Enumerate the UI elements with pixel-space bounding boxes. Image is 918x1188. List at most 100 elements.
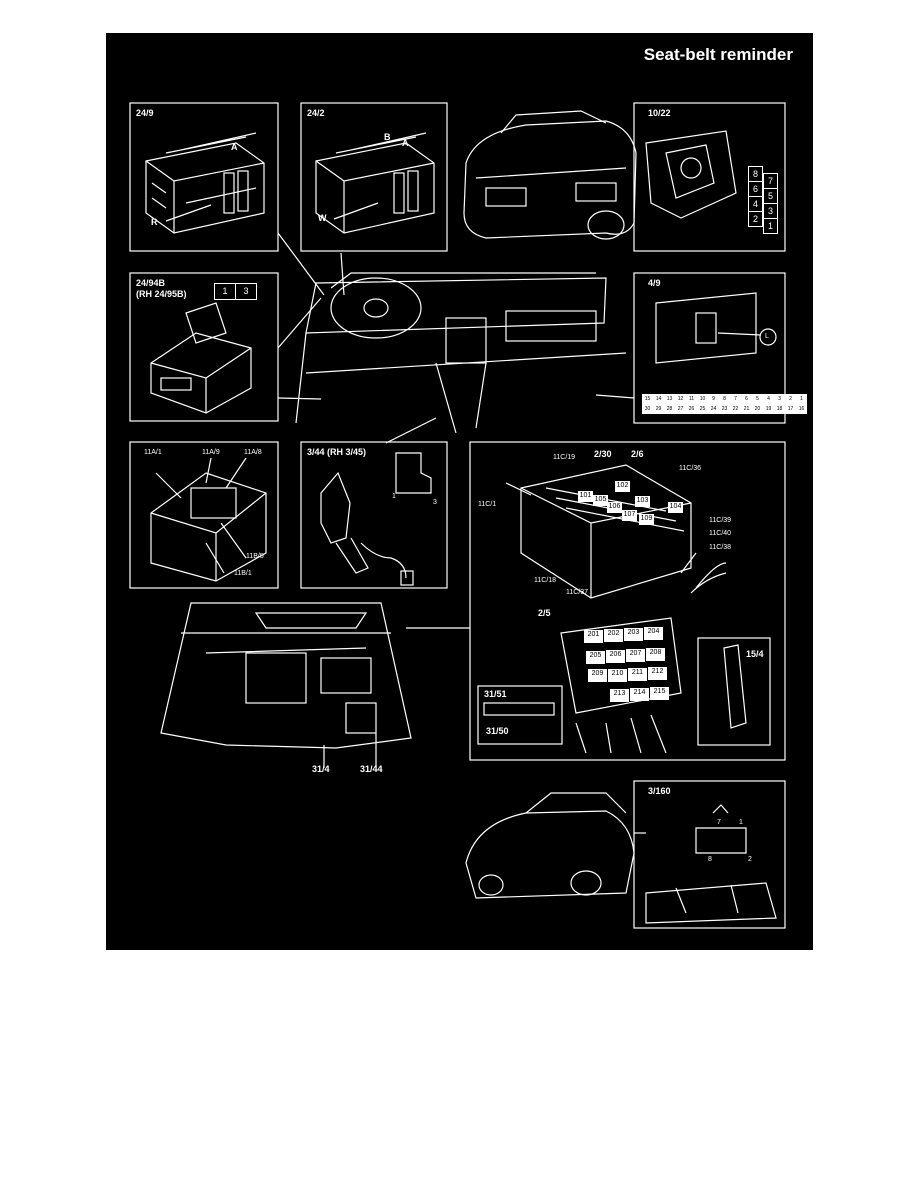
- pin-cell: 5: [752, 394, 763, 404]
- pin-cell: 7: [730, 394, 741, 404]
- fuse-105: 105: [593, 495, 608, 506]
- fuse-103: 103: [635, 496, 650, 507]
- pin-cell: 19: [763, 404, 774, 414]
- fuse-101: 101: [578, 491, 593, 502]
- label-31-51: 31/51: [484, 689, 507, 699]
- label-3-160-pin8: 8: [708, 856, 712, 863]
- label-4-9-callout: L: [765, 333, 769, 340]
- label-4-9: 4/9: [648, 278, 661, 288]
- label-11c-18: 11C/18: [534, 577, 557, 584]
- fuse-102: 102: [615, 481, 630, 492]
- pin-cell: 3: [774, 394, 785, 404]
- pin-cell: 24: [708, 404, 719, 414]
- pin-cell: 20: [752, 404, 763, 414]
- lamp-10-22-drawing: [645, 130, 737, 219]
- pin-10-22-1: 1: [763, 218, 778, 234]
- pin-10-22-3: 3: [763, 203, 778, 219]
- label-15-4: 15/4: [746, 649, 764, 659]
- label-2-5: 2/5: [538, 608, 551, 618]
- engine-bay-drawing: [160, 602, 470, 768]
- label-3-160-pin2: 2: [748, 856, 752, 863]
- label-11b-5: 11B/5: [246, 553, 264, 560]
- label-11c-1: 11C/1: [478, 501, 497, 508]
- label-2-30: 2/30: [594, 449, 612, 459]
- label-24-9-r: R: [151, 217, 158, 227]
- label-24-94b: 24/94B: [136, 278, 166, 288]
- fuse-203: 203: [624, 628, 643, 641]
- label-11b-1: 11B/1: [234, 570, 252, 577]
- dashboard-drawing: [277, 232, 635, 444]
- label-11c-38: 11C/38: [709, 544, 732, 551]
- pin-cell: 2: [785, 394, 796, 404]
- frame-31-51: [477, 685, 563, 745]
- label-10-22: 10/22: [648, 108, 671, 118]
- pin-cell: 16: [796, 404, 807, 414]
- label-3-160-pin1: 1: [739, 819, 743, 826]
- pin-cell: 22: [730, 404, 741, 414]
- pin-cell: 9: [708, 394, 719, 404]
- frame-24-2: [300, 102, 448, 252]
- pin-cell: 30: [642, 404, 653, 414]
- label-3-44-pin3: 3: [433, 499, 437, 506]
- frame-10-22: [633, 102, 786, 252]
- pin-cell: 26: [686, 404, 697, 414]
- fuse-205: 205: [586, 651, 605, 664]
- switch-4-9-drawing: [655, 292, 777, 364]
- label-3-160-pin7: 7: [717, 819, 721, 826]
- pin-cell: 14: [653, 394, 664, 404]
- label-11a-9: 11A/9: [202, 449, 220, 456]
- label-24-9-a: A: [231, 142, 238, 152]
- pin-10-22-5: 5: [763, 188, 778, 204]
- label-2-6: 2/6: [631, 449, 644, 459]
- diagram-sheet: Seat-belt reminder 24/9 A R 24/2 B A W 1…: [106, 33, 813, 950]
- buckle-3-44-drawing: [320, 452, 432, 586]
- pin-cell: 10: [697, 394, 708, 404]
- strip-15-4-drawing: [697, 637, 771, 746]
- connector-31-51: [483, 702, 555, 716]
- pin-cell: 1: [796, 394, 807, 404]
- relay-24-2-drawing: [315, 132, 435, 234]
- label-31-44: 31/44: [360, 764, 383, 774]
- pin-10-22-2: 2: [748, 211, 763, 227]
- fuse-109: 109: [639, 514, 654, 525]
- lamp-3-160-drawing: [645, 804, 777, 924]
- fuse-213: 213: [610, 689, 629, 702]
- relay-box-11a-drawing: [150, 457, 267, 582]
- fuse-214: 214: [630, 688, 649, 701]
- pin-10-22-7: 7: [763, 173, 778, 189]
- fuse-215: 215: [650, 687, 669, 700]
- pin-cell: 28: [664, 404, 675, 414]
- label-11c-19: 11C/19: [553, 454, 576, 461]
- label-3-44: 3/44 (RH 3/45): [307, 447, 367, 457]
- rear-car-drawing: [463, 110, 637, 240]
- pin-10-22-6: 6: [748, 181, 763, 197]
- page-title: Seat-belt reminder: [643, 45, 793, 64]
- label-3-44-pin1: 1: [392, 493, 396, 500]
- frame-3-160: [633, 780, 786, 929]
- fuse-211: 211: [628, 668, 647, 681]
- fuse-209: 209: [588, 669, 607, 682]
- label-rh-24-95b: (RH 24/95B): [136, 289, 187, 299]
- pin-24-94b-1: 1: [214, 283, 236, 300]
- frame-3-44: [300, 441, 448, 589]
- pin-cell: 15: [642, 394, 653, 404]
- frame-4-9: [633, 272, 786, 424]
- fuse-204: 204: [644, 627, 663, 640]
- label-11c-40: 11C/40: [709, 530, 732, 537]
- relay-24-9-drawing: [145, 132, 265, 234]
- label-11a-8: 11A/8: [244, 449, 262, 456]
- pin-cell: 13: [664, 394, 675, 404]
- fuse-207: 207: [626, 649, 645, 662]
- frame-24-9: [129, 102, 279, 252]
- fuse-202: 202: [604, 629, 623, 642]
- pin-cell: 11: [686, 394, 697, 404]
- pin-cell: 12: [675, 394, 686, 404]
- fuse-107: 107: [622, 510, 637, 521]
- frame-24-94b: [129, 272, 279, 422]
- label-24-9: 24/9: [136, 108, 154, 118]
- fuse-104: 104: [668, 502, 683, 513]
- fuse-201: 201: [584, 630, 603, 643]
- label-31-4: 31/4: [312, 764, 330, 774]
